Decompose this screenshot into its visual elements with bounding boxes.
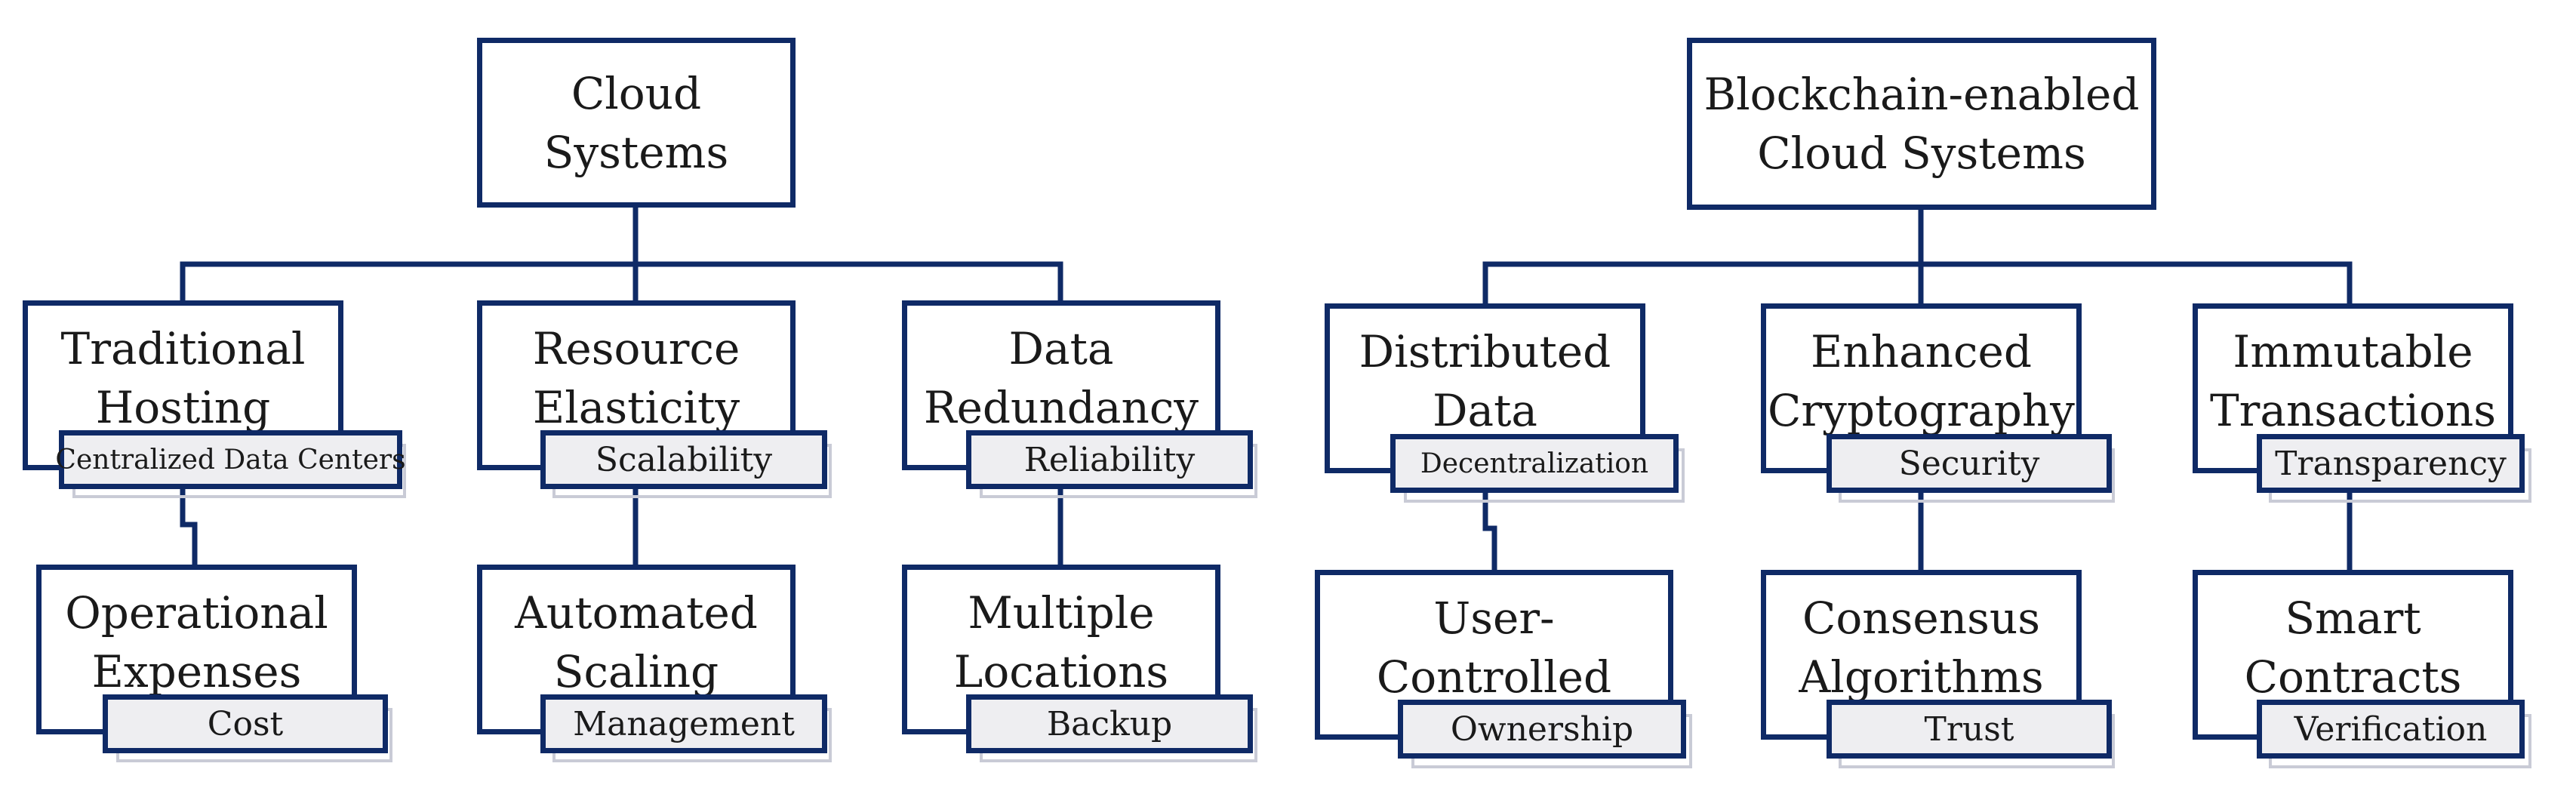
node-multiple-locations: Multiple Locations xyxy=(902,565,1220,734)
root-blockchain-enabled-cloud-systems: Blockchain-enabled Cloud Systems xyxy=(1687,38,2156,210)
tag-ownership: Ownership xyxy=(1398,700,1686,759)
connector-right-bus xyxy=(1482,261,2353,306)
tag-verification: Verification xyxy=(2257,700,2525,759)
root-cloud-systems: Cloud Systems xyxy=(477,38,796,208)
tag-decentralization: Decentralization xyxy=(1390,434,1679,493)
tag-security: Security xyxy=(1827,434,2112,493)
tag-reliability: Reliability xyxy=(966,430,1253,489)
tag-scalability: Scalability xyxy=(540,430,827,489)
tag-cost: Cost xyxy=(103,694,388,753)
connector-right-child-1 xyxy=(1482,492,1497,570)
tag-transparency: Transparency xyxy=(2257,434,2525,493)
tag-management: Management xyxy=(540,694,827,753)
tag-trust: Trust xyxy=(1827,700,2112,759)
connector-left-child-1 xyxy=(180,489,198,565)
tag-backup: Backup xyxy=(966,694,1253,753)
connector-left-bus xyxy=(180,261,1063,302)
tag-centralized-data-centers: Centralized Data Centers xyxy=(55,430,406,489)
